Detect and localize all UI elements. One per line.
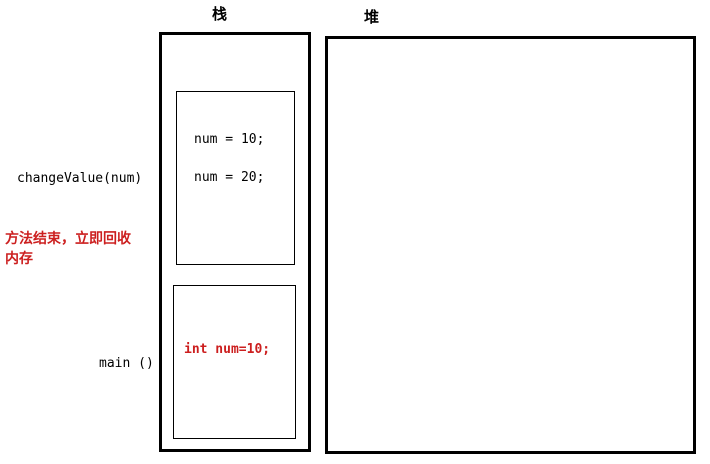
frame-line-num-20: num = 20; [194,170,265,185]
stack-area [159,32,311,452]
method-label-main: main () [99,356,154,371]
method-label-change-value: changeValue(num) [17,171,143,186]
frame-line-num-10: num = 10; [194,132,265,147]
stack-frame-change-value [176,91,295,265]
stack-title: 栈 [212,5,228,23]
heap-area [325,36,696,454]
frame-line-int-num: int num=10; [184,342,271,357]
memory-release-note: 方法结束，立即回收内存 [5,231,131,267]
stack-frame-main [173,285,296,439]
heap-title: 堆 [364,8,380,26]
